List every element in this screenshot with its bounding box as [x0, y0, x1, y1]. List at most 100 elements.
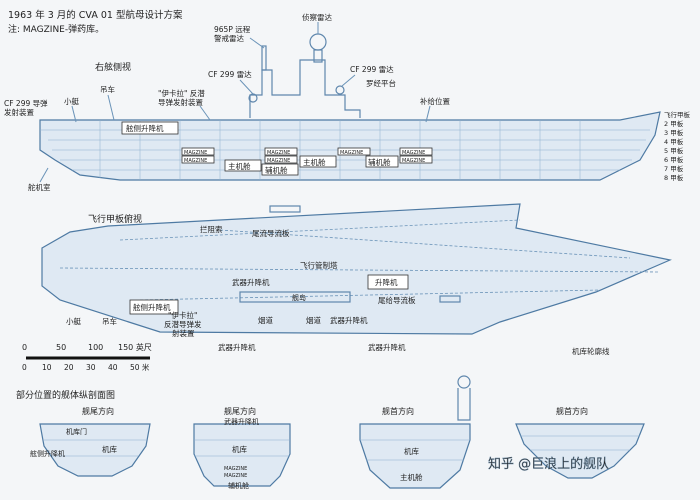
radar-mast — [313, 49, 323, 63]
deck-level-label: 2 甲板 — [664, 119, 684, 128]
deck-level-label: 3 甲板 — [664, 128, 684, 137]
magzine-box — [399, 147, 433, 156]
cs3-main-engine: 主机舱 — [400, 472, 423, 482]
deck-side-lift — [129, 299, 179, 315]
main-engine-label-2: 主机舱 — [303, 157, 326, 167]
cs2-hangar: 机库 — [232, 444, 247, 454]
magzine-label: MAGZINE — [402, 158, 425, 164]
label-rollo: 罗经平台 — [366, 78, 396, 88]
deck-label-ikara-3: "伊卡拉" — [168, 310, 197, 320]
mast-965p — [261, 45, 267, 71]
cs2-weapon-lift: 武器升降机 — [224, 417, 259, 426]
aux-engine-box-2 — [365, 155, 399, 168]
cs3-mast — [457, 388, 471, 421]
cs4-hull — [515, 423, 645, 479]
island-plan — [239, 291, 351, 303]
deck-label-tail-guide-2: 尾给导流板 — [378, 295, 416, 305]
magzine-label: MAGZINE — [267, 150, 290, 156]
label-965p: 965P 远程 — [214, 25, 251, 34]
centerline — [59, 267, 661, 273]
label-replenish: 补给位置 — [420, 96, 450, 106]
magzine-label: MAGZINE — [184, 150, 207, 156]
label-ikara-2: 导弹发射装置 — [158, 97, 203, 107]
deck-label-flight-ctrl: 飞行管制塔 — [300, 260, 338, 270]
guide-block — [439, 295, 461, 303]
cs3-radar-dome — [457, 375, 471, 389]
watermark: 知乎 @巨浪上的舰队 — [488, 456, 609, 472]
aux-engine-label: 辅机舱 — [265, 165, 288, 175]
magzine-box — [264, 147, 298, 156]
cs4-dir: 舰首方向 — [556, 406, 588, 416]
label-ikara-1: "伊卡拉" 反潜 — [158, 88, 205, 98]
main-engine-box — [224, 159, 262, 172]
scale-ft-100: 100 — [88, 343, 103, 352]
aux-engine-label-2: 辅机舱 — [368, 157, 391, 167]
hangar-outline-dash — [139, 289, 601, 301]
deck-label-weapon-lift-3: 武器升降机 — [218, 342, 256, 352]
label-engine-room: 舵机室 — [28, 182, 51, 192]
cs1-side-lift: 舷侧升降机 — [30, 449, 65, 458]
magzine-label: MAGZINE — [184, 158, 207, 164]
deck-level-label: 6 甲板 — [664, 155, 684, 164]
side-lift-box — [121, 121, 179, 135]
deck-label-small-boat: 小艇 — [66, 316, 81, 326]
magzine-box — [399, 155, 433, 164]
cs2-dir: 舰尾方向 — [224, 406, 256, 416]
cs1-dir: 舰尾方向 — [82, 406, 114, 416]
side-lift-label: 舷侧升降机 — [126, 123, 164, 133]
cs2-hull — [193, 423, 291, 487]
deck-label-crane: 吊车 — [102, 316, 117, 326]
deck-view: 飞行甲板俯视 舷侧升降机 升降机 舰岛 拦阻索 尾流导流板 飞行管制塔 武器升降… — [41, 203, 672, 356]
cf299-radar-dome — [335, 85, 345, 95]
angled-deck-line — [219, 229, 631, 259]
deck-dash — [119, 219, 521, 241]
deck-label-weapon-lift-4: 武器升降机 — [368, 342, 406, 352]
scale-m-20: 20 — [64, 363, 74, 372]
scale-m-50: 50 米 — [130, 362, 150, 372]
aux-engine-box — [261, 163, 299, 176]
cs2-magzine: MAGZINE — [224, 466, 247, 472]
magzine-box — [337, 147, 371, 156]
leader-line — [341, 74, 356, 87]
magzine-label: MAGZINE — [267, 158, 290, 164]
scale-ft-50: 50 — [56, 343, 66, 352]
cs1-hangar: 机库 — [102, 444, 117, 454]
label-cf299-radar: CF 299 雷达 — [208, 69, 252, 79]
main-engine-label: 主机舱 — [228, 161, 251, 171]
cross-sections: 部分位置的舰体纵剖面图 舰尾方向 机库门 舷侧升降机 机库 舰尾方向 武器升降机… — [16, 375, 645, 490]
magzine-label: MAGZINE — [402, 150, 425, 156]
label-crane: 吊车 — [100, 84, 115, 94]
cs1-hull — [39, 423, 151, 477]
deck-label-ikara-4: 反潜导弹发 — [164, 319, 202, 329]
label-small-boat: 小艇 — [64, 96, 79, 106]
deck-label-weapon-lift: 武器升降机 — [232, 277, 270, 287]
deck-label-weapon-lift-2: 武器升降机 — [330, 315, 368, 325]
scale-m-30: 30 — [86, 363, 96, 372]
magzine-label: MAGZINE — [340, 150, 363, 156]
deck-label-chimney-2: 烟道 — [306, 315, 321, 325]
deck-level-label: 5 甲板 — [664, 146, 684, 155]
cs1-hangar-door: 机库门 — [66, 427, 87, 436]
flight-deck-outline — [41, 203, 672, 335]
title: 1963 年 3 月的 CVA 01 型航母设计方案 — [8, 9, 183, 21]
deck-label-arrest: 拦阻索 — [200, 224, 223, 234]
deck-side-lift-label: 舷侧升降机 — [133, 302, 171, 312]
leader-line — [39, 167, 49, 183]
label-cf299-guide: CF 299 导弹 — [4, 98, 48, 108]
magzine-box — [181, 147, 215, 156]
scale-m-40: 40 — [108, 363, 118, 372]
label-cf299-radar-2: CF 299 雷达 — [350, 64, 394, 74]
deck-label-hangar-line: 机库轮廓线 — [572, 346, 610, 356]
main-engine-box-2 — [299, 155, 337, 168]
leader-line — [107, 94, 115, 121]
scale-m-10: 10 — [42, 363, 52, 372]
leader-line — [71, 105, 77, 123]
label-cf299-guide-2: 发射装置 — [4, 107, 34, 117]
label-965p-2: 警戒雷达 — [214, 33, 244, 43]
leader-line — [249, 37, 265, 49]
deck-label-ikara-5: 射装置 — [172, 328, 195, 338]
deck-level-label: 8 甲板 — [664, 173, 684, 182]
deck-label-tail-guide: 尾流导流板 — [252, 228, 290, 238]
